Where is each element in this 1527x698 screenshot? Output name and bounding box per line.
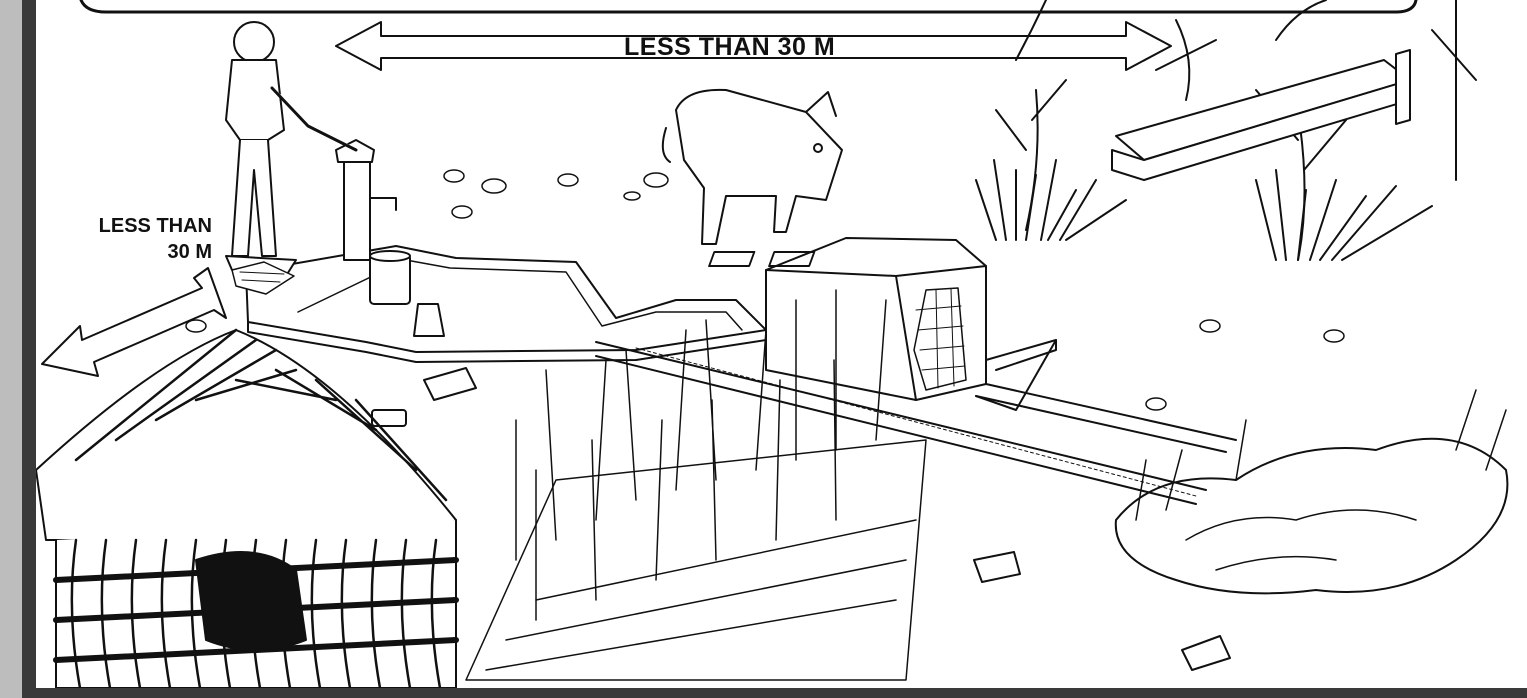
pig: [663, 90, 842, 244]
litter-item: [1182, 636, 1230, 670]
left-distance-label-line2: 30 M: [54, 239, 212, 265]
grass-clump: [1256, 170, 1432, 260]
top-banner-frame: [81, 0, 1416, 12]
latrine-block: [766, 238, 986, 400]
side-strip: [0, 0, 22, 698]
grass-clump: [976, 160, 1126, 240]
litter-item: [424, 368, 476, 400]
sanitation-illustration: LESS THAN 30 M LESS THAN 30 M: [36, 0, 1527, 688]
left-distance-label-line1: LESS THAN: [54, 213, 212, 239]
crop-field: [466, 440, 926, 680]
scene-drawing: [36, 0, 1527, 688]
litter-item: [974, 552, 1020, 582]
left-distance-label: LESS THAN 30 M: [54, 213, 212, 265]
hut: [36, 330, 456, 688]
latrine-pipe: [986, 340, 1056, 370]
top-distance-label: LESS THAN 30 M: [624, 33, 835, 62]
